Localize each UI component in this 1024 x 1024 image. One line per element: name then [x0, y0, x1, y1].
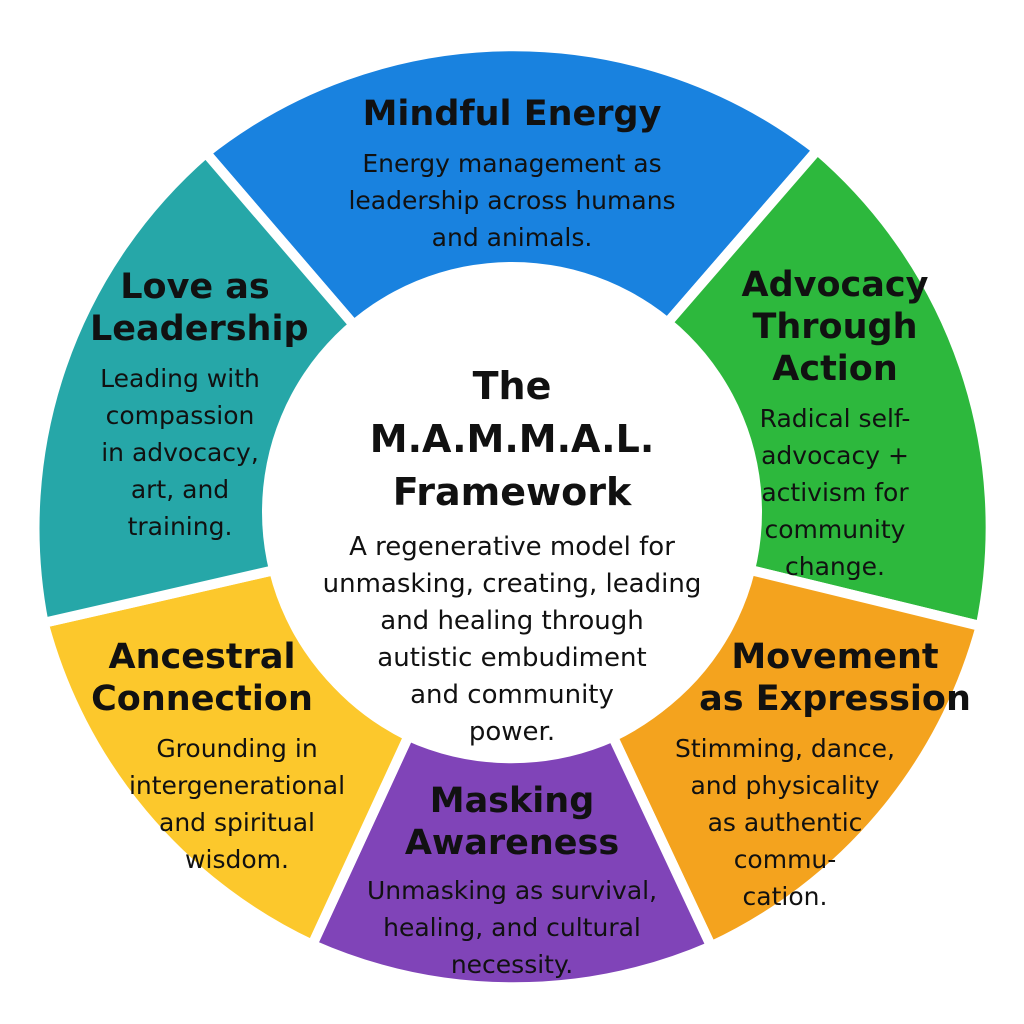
- segment-title: Movement as Expression: [690, 636, 980, 720]
- desc-line: training.: [127, 512, 233, 541]
- desc-line: Leading with: [100, 364, 260, 393]
- center-label: The M.A.M.M.A.L. Framework A regenerativ…: [282, 360, 742, 751]
- desc-line: art, and: [130, 475, 230, 504]
- title-line: as Expression: [699, 679, 971, 719]
- segment-description: Unmasking as survival, healing, and cult…: [352, 872, 672, 983]
- title-line: Awareness: [404, 823, 620, 863]
- desc-line: commu-: [733, 845, 837, 874]
- desc-line: compassion: [105, 401, 255, 430]
- desc-line: cation.: [742, 882, 828, 911]
- framework-title: The M.A.M.M.A.L. Framework: [282, 360, 742, 519]
- title-line: Advocacy: [741, 265, 929, 305]
- desc-line: Grounding in: [156, 734, 318, 763]
- desc-line: necessity.: [450, 950, 574, 979]
- title-line: M.A.M.M.A.L.: [369, 417, 655, 461]
- title-line: Movement: [731, 637, 939, 677]
- title-line: Connection: [91, 679, 313, 719]
- desc-line: healing, and cultural: [383, 913, 641, 942]
- label-movement-as-expression: Movement as Expression Stimming, dance, …: [675, 636, 980, 915]
- label-love-as-leadership: Love as Leadership Leading with compassi…: [60, 266, 309, 545]
- desc-line: and healing through: [380, 606, 644, 636]
- desc-line: in advocacy,: [101, 438, 259, 467]
- title-line: Ancestral: [108, 637, 296, 677]
- desc-line: A regenerative model for: [349, 532, 675, 562]
- desc-line: wisdom.: [185, 845, 289, 874]
- segment-description: Radical self- advocacy + activism for co…: [730, 400, 940, 585]
- segment-title: Advocacy Through Action: [730, 264, 940, 390]
- segment-title: Ancestral Connection: [32, 636, 372, 720]
- segment-description: Grounding in intergenerational and spiri…: [102, 730, 372, 878]
- segment-description: Stimming, dance, and physicality as auth…: [590, 730, 980, 915]
- desc-line: and physicality: [690, 771, 880, 800]
- desc-line: autistic embudiment: [377, 643, 647, 673]
- label-masking-awareness: Masking Awareness Unmasking as survival,…: [352, 780, 672, 983]
- label-mindful-energy: Mindful Energy Energy management as lead…: [312, 93, 712, 256]
- segment-description: Energy management as leadership across h…: [312, 145, 712, 256]
- center-circle: [262, 262, 762, 762]
- desc-line: intergenerational: [128, 771, 346, 800]
- title-line: Mindful Energy: [362, 94, 662, 134]
- desc-line: and community: [410, 680, 614, 710]
- segment-title: Love as Leadership: [90, 266, 309, 350]
- title-line: The: [472, 364, 552, 408]
- segment-title: Mindful Energy: [312, 93, 712, 135]
- title-line: Framework: [392, 470, 632, 514]
- desc-line: activism for: [761, 478, 909, 507]
- desc-line: advocacy +: [761, 441, 909, 470]
- desc-line: Stimming, dance,: [675, 734, 895, 763]
- desc-line: and spiritual: [159, 808, 315, 837]
- desc-line: as authentic: [707, 808, 863, 837]
- desc-line: leadership across humans: [348, 186, 676, 215]
- title-line: Action: [772, 349, 898, 389]
- desc-line: power.: [468, 717, 556, 747]
- label-ancestral-connection: Ancestral Connection Grounding in interg…: [82, 636, 372, 878]
- segment-description: Leading with compassion in advocacy, art…: [60, 360, 300, 545]
- title-line: Love as: [120, 267, 270, 307]
- desc-line: Radical self-: [759, 404, 911, 433]
- framework-description: A regenerative model for unmasking, crea…: [282, 529, 742, 751]
- desc-line: change.: [785, 552, 885, 581]
- title-line: Masking: [429, 781, 595, 821]
- desc-line: Energy management as: [362, 149, 662, 178]
- segment-title: Masking Awareness: [352, 780, 672, 864]
- desc-line: and animals.: [431, 223, 593, 252]
- title-line: Through: [752, 307, 918, 347]
- desc-line: Unmasking as survival,: [366, 876, 658, 905]
- title-line: Leadership: [90, 309, 309, 349]
- desc-line: community: [764, 515, 906, 544]
- label-advocacy-through-action: Advocacy Through Action Radical self- ad…: [730, 264, 940, 585]
- desc-line: unmasking, creating, leading: [322, 569, 702, 599]
